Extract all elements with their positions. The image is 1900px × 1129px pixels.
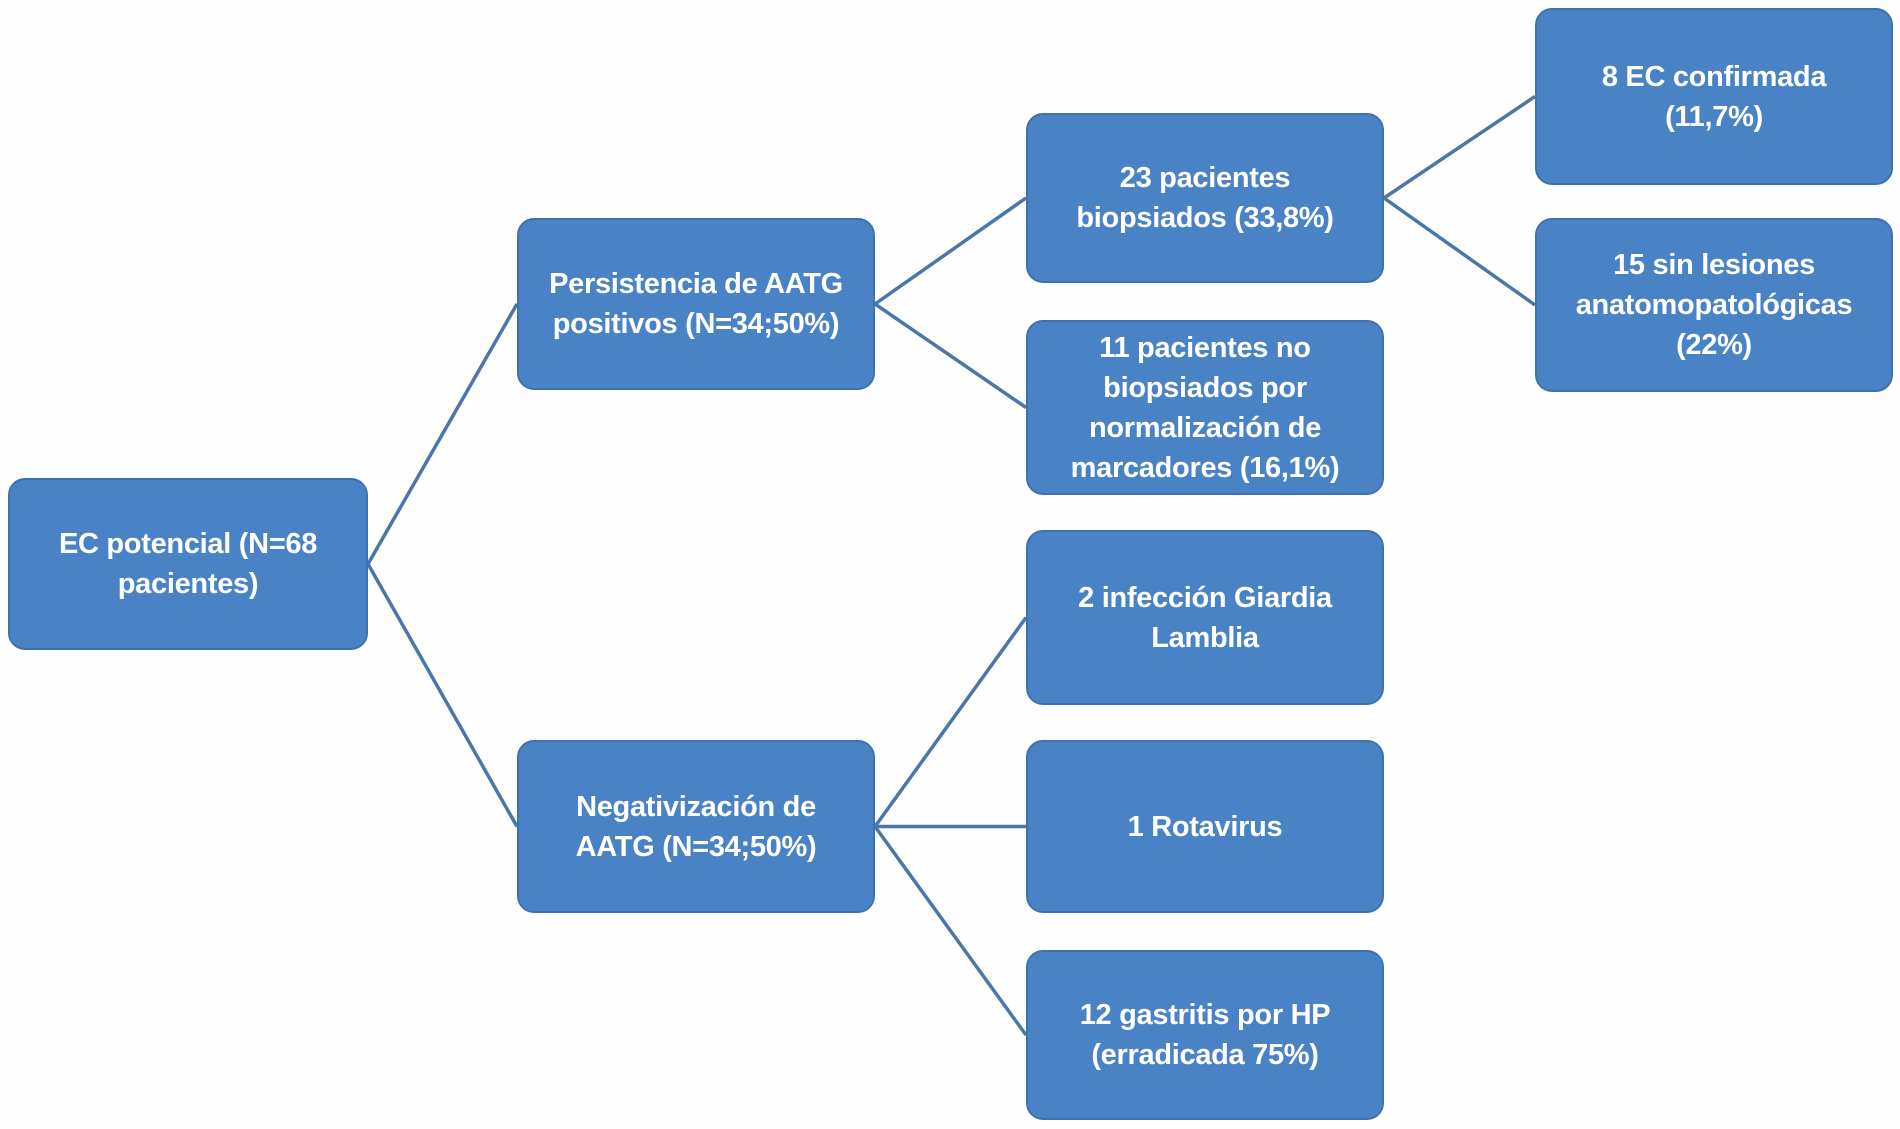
node-label: 8 EC confirmada (11,7%) <box>1601 60 1827 133</box>
node-negativizacion-aatg: Negativización de AATG (N=34;50%) <box>517 740 875 913</box>
node-label: 23 pacientes biopsiados (33,8%) <box>1076 162 1334 234</box>
node-label: 15 sin lesiones anatomopatológicas (22%) <box>1575 249 1853 361</box>
node-label: Negativización de AATG (N=34;50%) <box>575 790 817 863</box>
node-ec-potencial: EC potencial (N=68 pacientes) <box>8 478 368 650</box>
node-label: 11 pacientes no biopsiados por normaliza… <box>1070 331 1340 484</box>
node-label: 12 gastritis por HP (erradicada 75%) <box>1079 999 1331 1071</box>
node-persistencia-aatg: Persistencia de AATG positivos (N=34;50%… <box>517 218 875 390</box>
node-pacientes-biopsiados: 23 pacientes biopsiados (33,8%) <box>1026 113 1384 283</box>
node-label: Persistencia de AATG positivos (N=34;50%… <box>549 268 843 340</box>
node-label: 1 Rotavirus <box>1127 810 1283 843</box>
node-infeccion-giardia: 2 infección Giardia Lamblia <box>1026 530 1384 705</box>
node-rotavirus: 1 Rotavirus <box>1026 740 1384 913</box>
node-gastritis-hp: 12 gastritis por HP (erradicada 75%) <box>1026 950 1384 1120</box>
node-ec-confirmada: 8 EC confirmada (11,7%) <box>1535 8 1893 185</box>
node-no-biopsiados: 11 pacientes no biopsiados por normaliza… <box>1026 320 1384 495</box>
node-label: 2 infección Giardia Lamblia <box>1078 581 1332 654</box>
node-sin-lesiones: 15 sin lesiones anatomopatológicas (22%) <box>1535 218 1893 392</box>
node-label: EC potencial (N=68 pacientes) <box>58 528 318 600</box>
